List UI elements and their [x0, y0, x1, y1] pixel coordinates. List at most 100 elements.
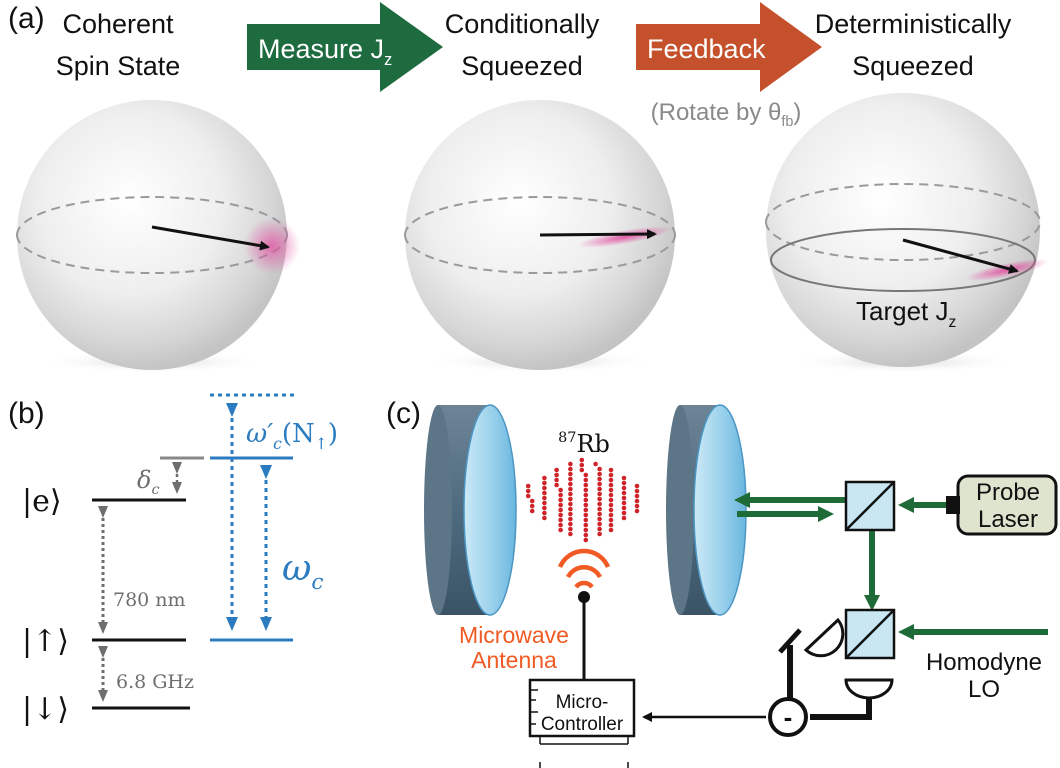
- spin-vector: [539, 229, 657, 240]
- antenna-label-line2: Antenna: [471, 647, 557, 673]
- atom-dot: [568, 486, 573, 492]
- atom-dot: [558, 512, 563, 518]
- omega-c-label: ωc: [282, 548, 323, 595]
- panel-a-label: (a): [8, 2, 45, 35]
- controller-label-line1: Micro-: [556, 692, 609, 713]
- atom-label: 87Rb: [558, 430, 610, 458]
- atom-dot: [583, 482, 589, 488]
- homodyne-label-line2: LO: [968, 676, 1000, 703]
- controller-label-line2: Controller: [541, 714, 624, 735]
- atom-dot: [583, 532, 589, 538]
- antenna-label-line1: Microwave: [459, 622, 569, 648]
- atom-dot: [621, 485, 627, 491]
- atom-dot: [583, 537, 589, 543]
- atom-dot: [597, 501, 602, 507]
- atom-dot: [579, 457, 585, 463]
- atom-dot: [608, 467, 614, 473]
- atom-dot: [608, 492, 614, 498]
- atom-dot: [542, 500, 547, 506]
- feedback-arrow-shape: [636, 2, 822, 92]
- atom-dot: [558, 527, 563, 533]
- atom-dot: [621, 475, 627, 481]
- atom-dot: [608, 487, 614, 493]
- probe-laser-label-line2: Laser: [978, 506, 1038, 533]
- atom-dot: [558, 507, 563, 513]
- atom-dot: [529, 508, 535, 514]
- atom-dot: [593, 461, 598, 467]
- atom-dot: [634, 493, 640, 499]
- atom-dot: [568, 501, 573, 507]
- atom-dot: [579, 462, 585, 468]
- atom-dot: [542, 495, 547, 501]
- atom-dot: [597, 486, 602, 492]
- atom-dot: [525, 488, 531, 494]
- atom-dot: [568, 471, 573, 477]
- atom-dot: [597, 526, 602, 532]
- atom-dot: [621, 505, 627, 511]
- atom-dot: [568, 476, 573, 482]
- cavity-mirror-right: [666, 404, 747, 616]
- atom-dot: [554, 472, 559, 478]
- atom-dot: [558, 497, 563, 503]
- coherent-title-line2: Spin State: [56, 51, 181, 81]
- atom-dot: [634, 483, 640, 489]
- atom-dot: [583, 492, 589, 498]
- atom-dot: [597, 491, 602, 497]
- conditional-title-line1: Conditionally: [445, 9, 600, 39]
- wavelength-label: 780 nm: [113, 589, 186, 611]
- atom-dot: [558, 522, 563, 528]
- atom-dot: [597, 476, 602, 482]
- photodetector-lower: [844, 678, 894, 700]
- atom-dot: [542, 490, 547, 496]
- panel-c-label: (c): [386, 397, 421, 430]
- beam-splitter-probe: [844, 480, 896, 532]
- atom-dot: [542, 480, 547, 486]
- atom-dot: [583, 497, 589, 503]
- panel-b: (b) |e⟩ |↑⟩ |↓⟩ δc 780 nm 6.8 GHz ω′c(N↑…: [8, 393, 338, 727]
- atom-dot: [608, 477, 614, 483]
- atom-dot: [608, 522, 614, 528]
- atom-dot: [597, 471, 602, 477]
- feedback-arrow-label: Feedback: [647, 34, 766, 64]
- atom-dot: [597, 481, 602, 487]
- atom-dot: [608, 527, 614, 533]
- atom-dot: [568, 466, 573, 472]
- atom-dot: [568, 461, 573, 467]
- atom-dot: [558, 517, 563, 523]
- panel-c: (c) 87Rb Microwave Antenna: [386, 397, 1058, 768]
- atom-cloud: [525, 457, 640, 543]
- atom-dot: [568, 496, 573, 502]
- homodyne-label-line1: Homodyne: [926, 649, 1042, 676]
- rotate-annotation: (Rotate by θfb): [651, 99, 802, 130]
- atom-dot: [621, 495, 627, 501]
- spin-vector: [902, 238, 1019, 274]
- delta-c-label: δc: [137, 466, 160, 498]
- atom-dot: [608, 482, 614, 488]
- omega-prime-label: ω′c(N↑): [246, 419, 338, 453]
- probe-laser-label-line1: Probe: [976, 479, 1040, 506]
- atom-dot: [583, 502, 589, 508]
- atom-dot: [568, 491, 573, 497]
- target-jz-label: Target Jz: [856, 296, 957, 331]
- atom-dot: [568, 481, 573, 487]
- atom-dot: [583, 527, 589, 533]
- atom-dot: [621, 500, 627, 506]
- atom-dot: [597, 516, 602, 522]
- atom-dot: [529, 498, 535, 504]
- atom-dot: [608, 502, 614, 508]
- microcontroller-chip: [528, 678, 636, 768]
- atom-dot: [634, 503, 640, 509]
- panel-b-label: (b): [8, 397, 45, 430]
- atom-dot: [621, 515, 627, 521]
- atom-dot: [597, 496, 602, 502]
- atom-dot: [597, 466, 602, 472]
- probe-laser: [946, 474, 1058, 536]
- bloch-sphere-deterministic: Target Jz: [765, 93, 1049, 373]
- atom-dot: [568, 521, 573, 527]
- atom-dot: [583, 487, 589, 493]
- atom-dot: [542, 485, 547, 491]
- atom-dot: [558, 487, 563, 493]
- bloch-sphere-conditional: [404, 100, 676, 373]
- level-down-label: |↓⟩: [22, 692, 69, 727]
- atom-dot: [568, 531, 573, 537]
